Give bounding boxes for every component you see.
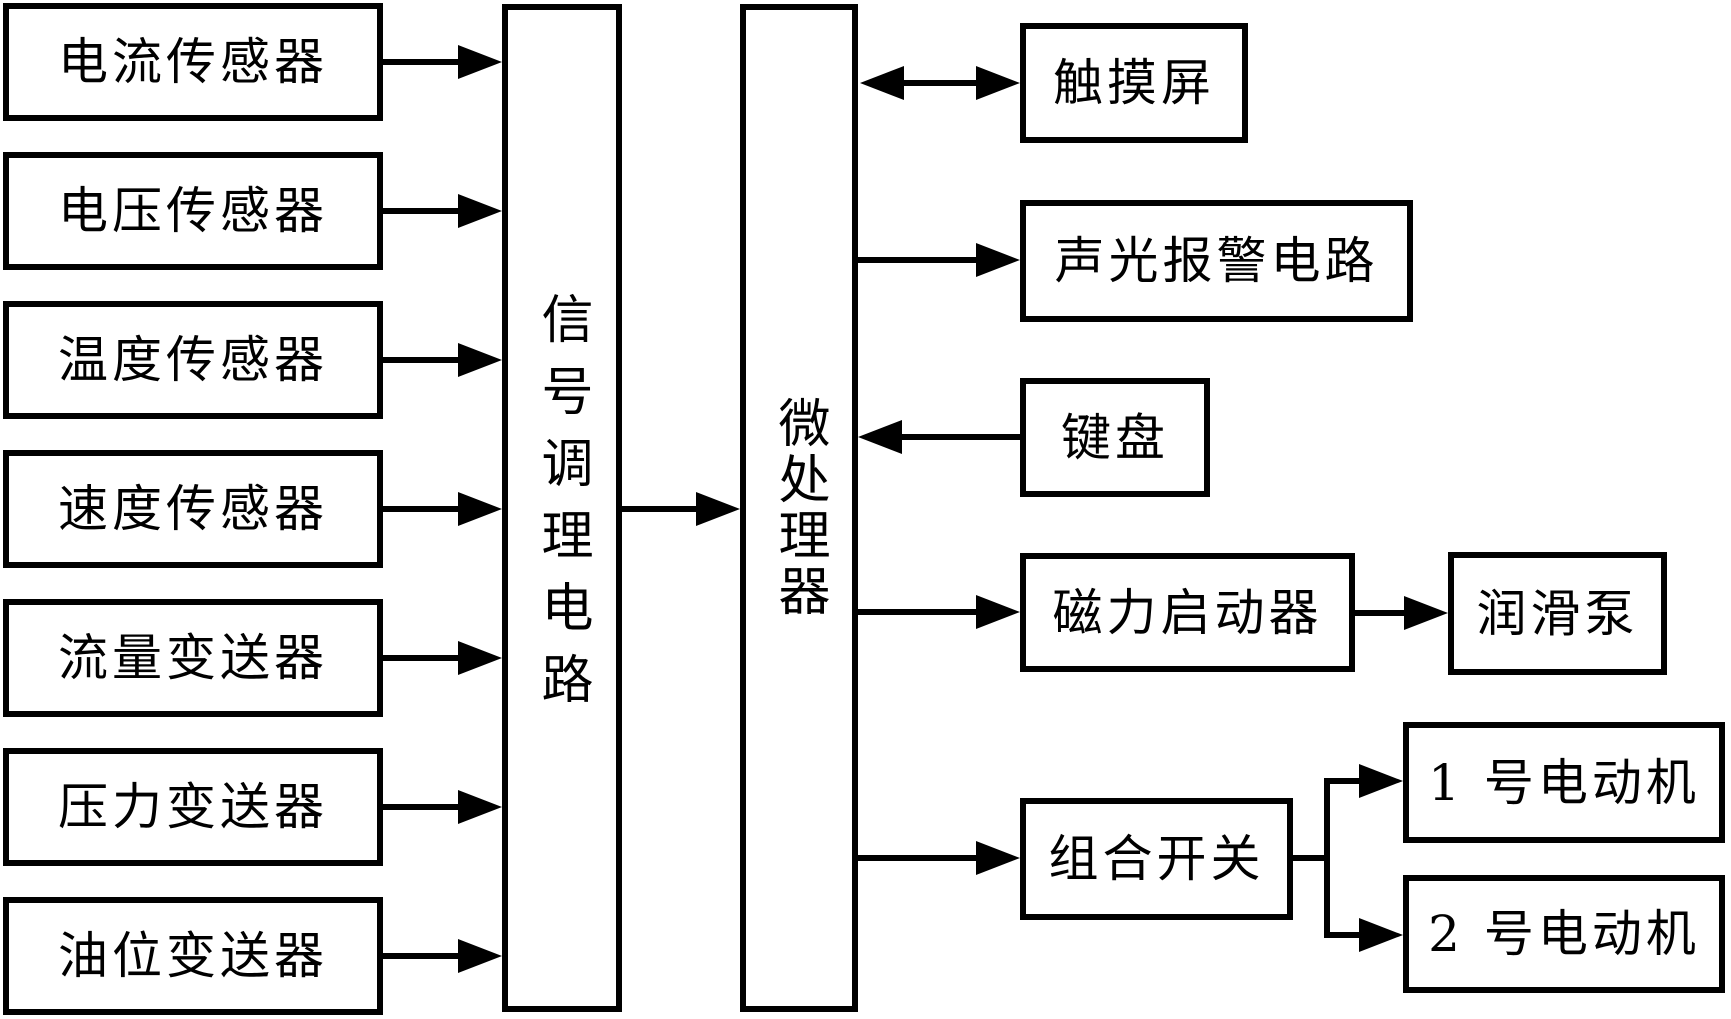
node-microprocessor: 微处理器: [740, 4, 858, 1012]
node-temperature-sensor: 温度传感器: [3, 301, 383, 419]
arrow-microprocessor-to-alarm: [858, 243, 1020, 277]
arrow-pressure-transmitter-to-conditioner: [383, 790, 502, 824]
node-label: 磁力启动器: [1052, 583, 1323, 642]
node-pressure-transmitter: 压力变送器: [3, 748, 383, 866]
arrow-oil-level-transmitter-to-conditioner: [383, 939, 502, 973]
arrow-voltage-sensor-to-conditioner: [383, 194, 502, 228]
node-label: 电流传感器: [58, 33, 328, 91]
node-speed-sensor: 速度传感器: [3, 450, 383, 568]
arrow-starter-to-pump: [1355, 596, 1448, 630]
node-label: 2 号电动机: [1428, 905, 1700, 963]
node-signal-conditioning-circuit: 信号调理电路: [502, 4, 622, 1012]
node-label: 键盘: [1061, 408, 1169, 467]
node-oil-level-transmitter: 油位变送器: [3, 897, 383, 1015]
node-label: 油位变送器: [58, 927, 328, 985]
node-label: 速度传感器: [58, 480, 328, 538]
node-label: 流量变送器: [58, 629, 328, 687]
node-label: 触摸屏: [1053, 54, 1215, 112]
node-motor-1: 1 号电动机: [1403, 722, 1725, 843]
arrow-speed-sensor-to-conditioner: [383, 492, 502, 526]
node-combination-switch: 组合开关: [1020, 798, 1293, 920]
node-label: 微处理器: [769, 396, 829, 620]
node-label: 温度传感器: [58, 331, 328, 389]
node-magnetic-starter: 磁力启动器: [1020, 553, 1355, 672]
node-label: 润滑泵: [1476, 584, 1639, 643]
node-flow-transmitter: 流量变送器: [3, 599, 383, 717]
arrow-keyboard-to-microprocessor: [858, 420, 1020, 454]
node-current-sensor: 电流传感器: [3, 3, 383, 121]
node-label: 压力变送器: [58, 778, 328, 836]
node-alarm-circuit: 声光报警电路: [1020, 200, 1413, 322]
node-label: 电压传感器: [58, 182, 328, 240]
node-keyboard: 键盘: [1020, 378, 1210, 497]
arrow-flow-transmitter-to-conditioner: [383, 641, 502, 675]
arrow-microprocessor-to-switch: [858, 841, 1020, 875]
node-label: 1 号电动机: [1428, 753, 1700, 812]
node-lubrication-pump: 润滑泵: [1448, 552, 1667, 675]
arrow-microprocessor-touchscreen-bidirectional: [860, 66, 1020, 100]
node-label: 组合开关: [1048, 830, 1265, 888]
arrow-microprocessor-to-starter: [858, 595, 1020, 629]
node-label: 信号调理电路: [532, 292, 592, 724]
arrow-conditioner-to-microprocessor: [622, 492, 740, 526]
node-motor-2: 2 号电动机: [1403, 875, 1725, 993]
node-voltage-sensor: 电压传感器: [3, 152, 383, 270]
node-label: 声光报警电路: [1054, 232, 1379, 290]
node-touch-screen: 触摸屏: [1020, 23, 1248, 143]
arrow-current-sensor-to-conditioner: [383, 45, 502, 79]
arrow-switch-to-motors-branch: [1293, 764, 1403, 952]
arrow-temperature-sensor-to-conditioner: [383, 343, 502, 377]
